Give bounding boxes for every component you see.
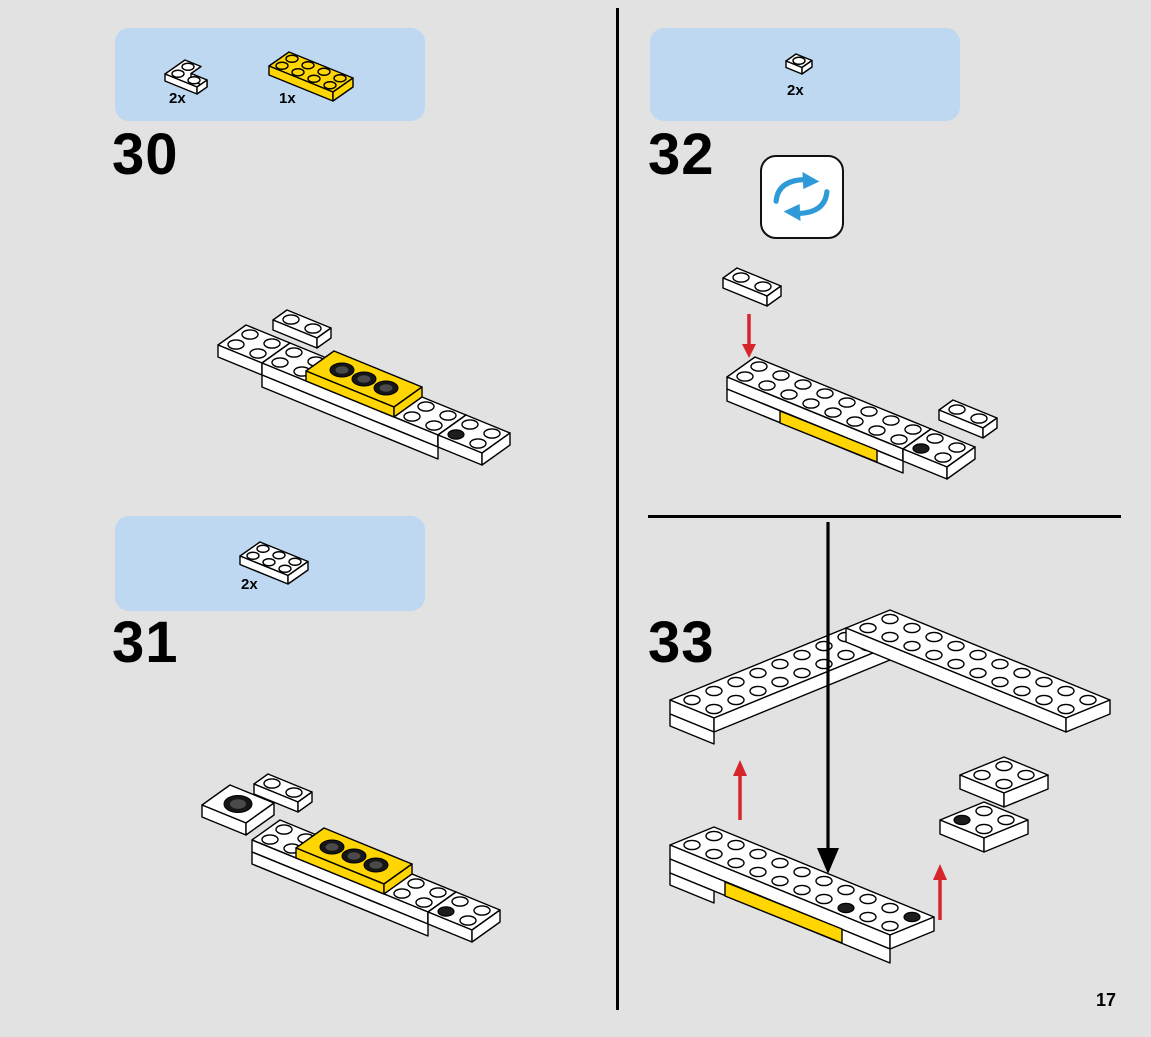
- page-number: 17: [1096, 990, 1117, 1010]
- part-qty: 2x: [241, 576, 258, 593]
- parts-callout-step-32: 2x: [650, 28, 960, 121]
- yellow-stripe: [724, 881, 843, 944]
- part-qty: 1x: [279, 90, 296, 107]
- step-number-30: 30: [112, 122, 179, 187]
- lower-base-plate: [669, 826, 935, 964]
- main-plate-stack: [726, 356, 932, 474]
- assembly-illustration-step-33: [669, 522, 1111, 964]
- right-step-plate-upper: [959, 756, 1049, 808]
- rear-small-plate: [938, 399, 998, 439]
- floating-plate-1x2: [722, 267, 782, 307]
- red-arrow-icon-left: [733, 760, 747, 820]
- yellow-plate: [295, 827, 413, 895]
- rotate-model-callout: [760, 155, 844, 239]
- parts-callout-step-31: 2x: [115, 516, 425, 611]
- assembly-illustration-step-31: [201, 773, 501, 943]
- parts-callout-step-30: 2x 1x: [115, 28, 425, 121]
- part-qty: 2x: [169, 90, 186, 107]
- black-arrow-icon: [817, 522, 839, 874]
- frame-right-arm: [845, 609, 1111, 733]
- yellow-plate: [305, 350, 423, 418]
- frame-left-arm: [669, 627, 891, 745]
- right-end-plate: [902, 428, 976, 480]
- part-image-yellow-plate-icon: [268, 51, 354, 102]
- left-round-hole-plate: [201, 784, 275, 836]
- step-number-31: 31: [112, 610, 179, 675]
- assembly-illustration-step-30: [217, 309, 511, 466]
- part-image-plate-1x1-icon: [785, 53, 813, 75]
- red-arrow-icon-right: [933, 864, 947, 920]
- yellow-stripe: [779, 410, 878, 463]
- red-arrow-icon: [742, 314, 756, 358]
- step-number-33: 33: [648, 610, 715, 675]
- rotate-icon: [773, 172, 830, 221]
- part-image-plate-2x3-icon: [239, 541, 309, 585]
- rear-small-plate: [272, 309, 332, 349]
- part-qty: 2x: [787, 82, 804, 99]
- right-step-plate-lower: [939, 801, 1029, 853]
- part-image-corner-plate-icon: [164, 59, 208, 95]
- rear-small-plate: [253, 773, 313, 813]
- step-number-32: 32: [648, 122, 715, 187]
- step-32-33-divider: [648, 515, 1121, 518]
- right-wing-plate: [427, 891, 501, 943]
- column-divider: [616, 8, 619, 1010]
- right-wing-plate: [437, 414, 511, 466]
- assembly-illustration-step-32: [722, 267, 998, 480]
